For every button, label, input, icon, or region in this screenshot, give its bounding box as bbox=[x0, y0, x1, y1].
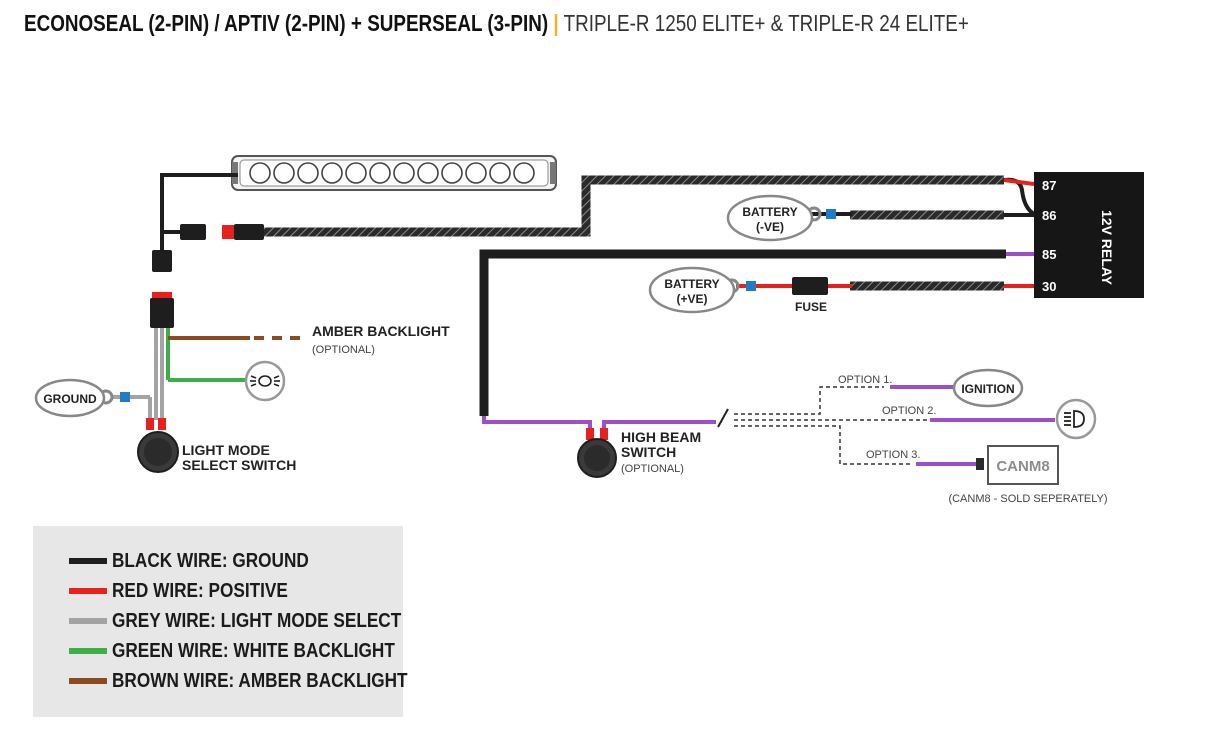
battery-pos-sublabel: (+VE) bbox=[676, 292, 707, 306]
backlight-icon bbox=[244, 360, 286, 402]
battery-negative: BATTERY (-VE) bbox=[726, 194, 814, 242]
light-mode-switch bbox=[137, 418, 179, 473]
canm8-note: (CANM8 - SOLD SEPERATELY) bbox=[948, 493, 1107, 505]
canm8-module: CANM8 bbox=[976, 445, 1059, 485]
legend-black-swatch bbox=[69, 558, 107, 564]
legend-green-swatch bbox=[69, 648, 107, 654]
light-bar bbox=[231, 155, 557, 191]
battery-positive: BATTERY (+VE) bbox=[648, 266, 736, 314]
option3-label: OPTION 3. bbox=[866, 449, 920, 461]
legend-grey-swatch bbox=[69, 618, 107, 624]
amber-backlight-label: AMBER BACKLIGHT bbox=[312, 323, 450, 339]
high-beam-sublabel: SWITCH bbox=[621, 444, 676, 460]
relay-pin-30: 30 bbox=[1042, 279, 1056, 294]
econoseal-plug bbox=[180, 224, 206, 240]
option2-label: OPTION 2. bbox=[882, 405, 936, 417]
legend-brown-swatch bbox=[69, 678, 107, 684]
title-products: TRIPLE-R 1250 ELITE+ & TRIPLE-R 24 ELITE… bbox=[563, 10, 969, 36]
ignition-option: IGNITION bbox=[952, 368, 1024, 408]
high-beam-optional-label: (OPTIONAL) bbox=[621, 463, 684, 475]
option-lines bbox=[734, 386, 928, 465]
battery-neg-label: BATTERY bbox=[742, 205, 797, 219]
legend-green-text: GREEN WIRE: WHITE BACKLIGHT bbox=[112, 639, 395, 662]
light-mode-label: LIGHT MODE bbox=[182, 442, 270, 458]
pin85-wire bbox=[479, 249, 1034, 416]
lightbar-harness bbox=[152, 173, 238, 272]
light-mode-sublabel: SELECT SWITCH bbox=[182, 457, 296, 473]
wire-legend: BLACK WIRE: GROUND RED WIRE: POSITIVE GR… bbox=[33, 526, 408, 717]
relay-label: 12V RELAY bbox=[1099, 210, 1115, 286]
relay-pin-86: 86 bbox=[1042, 208, 1056, 223]
legend-black-text: BLACK WIRE: GROUND bbox=[112, 549, 309, 572]
fuse-label: FUSE bbox=[795, 300, 827, 314]
legend-brown-text: BROWN WIRE: AMBER BACKLIGHT bbox=[112, 669, 408, 692]
superseal-harness bbox=[98, 292, 302, 420]
main-loom bbox=[222, 175, 1036, 240]
legend-red-swatch bbox=[69, 588, 107, 594]
amber-optional-label: (OPTIONAL) bbox=[312, 344, 375, 356]
legend-black: BLACK WIRE: GROUND bbox=[69, 546, 341, 576]
ignition-label: IGNITION bbox=[961, 382, 1014, 396]
legend-red: RED WIRE: POSITIVE bbox=[69, 576, 316, 606]
fuse-holder bbox=[792, 277, 828, 295]
battery-neg-sublabel: (-VE) bbox=[756, 220, 784, 234]
legend-green: GREEN WIRE: WHITE BACKLIGHT bbox=[69, 636, 441, 666]
high-beam-harness bbox=[482, 408, 729, 478]
legend-grey: GREY WIRE: LIGHT MODE SELECT bbox=[69, 606, 448, 636]
ground-label: GROUND bbox=[43, 392, 97, 406]
option1-label: OPTION 1. bbox=[838, 374, 892, 386]
high-beam-icon bbox=[1055, 398, 1097, 440]
canm8-label: CANM8 bbox=[996, 458, 1049, 475]
diagram-title: ECONOSEAL (2-PIN) / APTIV (2-PIN) + SUPE… bbox=[24, 8, 969, 38]
legend-red-text: RED WIRE: POSITIVE bbox=[112, 579, 288, 602]
pin30-wire bbox=[724, 277, 1034, 295]
relay: 87 86 85 30 12V RELAY bbox=[1034, 172, 1144, 298]
pin86-wire bbox=[806, 206, 1034, 222]
relay-pin-87: 87 bbox=[1042, 178, 1056, 193]
superseal-plug bbox=[152, 250, 172, 272]
high-beam-label: HIGH BEAM bbox=[621, 429, 701, 445]
title-separator: | bbox=[553, 10, 559, 36]
title-connectors: ECONOSEAL (2-PIN) / APTIV (2-PIN) + SUPE… bbox=[24, 10, 549, 36]
relay-pin-85: 85 bbox=[1042, 247, 1056, 262]
legend-grey-text: GREY WIRE: LIGHT MODE SELECT bbox=[112, 609, 402, 632]
ground-terminal: GROUND bbox=[34, 378, 106, 418]
battery-pos-label: BATTERY bbox=[664, 277, 719, 291]
legend-brown: BROWN WIRE: AMBER BACKLIGHT bbox=[69, 666, 456, 696]
